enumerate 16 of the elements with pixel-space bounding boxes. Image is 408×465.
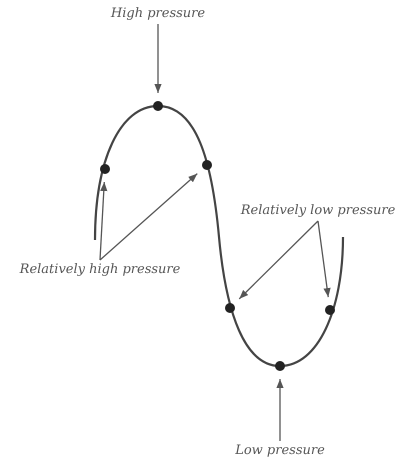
leader-arrow	[99, 182, 108, 260]
point-marker	[202, 160, 212, 170]
leader-arrow	[276, 379, 284, 441]
callout-label: High pressure	[110, 6, 206, 22]
leader-arrow	[317, 220, 331, 298]
callout-label: Relatively low pressure	[240, 203, 396, 219]
leader-arrow	[154, 24, 162, 93]
point-marker	[275, 361, 285, 371]
point-marker	[153, 101, 163, 111]
leader-arrow	[100, 173, 198, 260]
point-marker	[225, 303, 235, 313]
point-marker	[100, 164, 110, 174]
leader-arrow	[238, 220, 318, 300]
point-marker	[325, 305, 335, 315]
callout-label: Relatively high pressure	[20, 262, 180, 278]
callout-label: Low pressure	[235, 443, 325, 459]
